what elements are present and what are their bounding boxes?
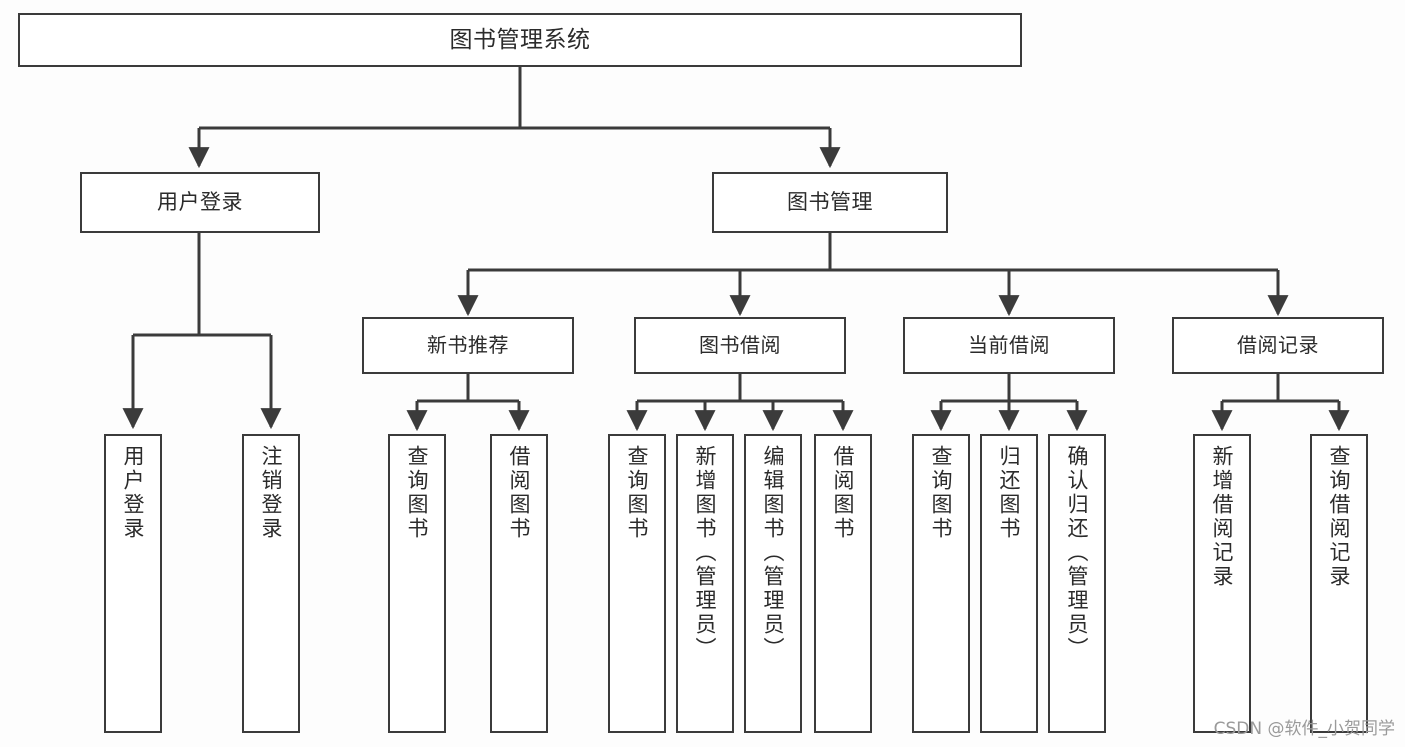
- node-current-borrow[interactable]: 当前借阅: [903, 317, 1115, 374]
- node-label: 新书推荐: [427, 333, 509, 358]
- node-label: 当前借阅: [968, 333, 1050, 358]
- node-label: 借阅图书: [831, 445, 856, 541]
- leaf-confirm-return-admin[interactable]: 确认归还（管理员）: [1048, 434, 1106, 733]
- leaf-query-borrow-record[interactable]: 查询借阅记录: [1310, 434, 1368, 733]
- node-label: 借阅图书: [507, 445, 532, 541]
- node-root-book-management-system[interactable]: 图书管理系统: [18, 13, 1022, 67]
- leaf-query-book-borrow[interactable]: 查询图书: [608, 434, 666, 733]
- node-label: 图书管理: [787, 189, 873, 214]
- node-label: 图书借阅: [699, 333, 781, 358]
- node-book-borrow[interactable]: 图书借阅: [634, 317, 846, 374]
- node-label: 归还图书: [997, 445, 1022, 541]
- node-label: 图书管理系统: [449, 26, 591, 53]
- node-label: 用户登录: [121, 445, 146, 541]
- leaf-borrow-book-recommend[interactable]: 借阅图书: [490, 434, 548, 733]
- node-label: 注销登录: [259, 445, 284, 541]
- node-user-login[interactable]: 用户登录: [80, 172, 320, 233]
- leaf-query-book-current[interactable]: 查询图书: [912, 434, 970, 733]
- node-label: 用户登录: [157, 189, 243, 214]
- leaf-logout-login[interactable]: 注销登录: [242, 434, 300, 733]
- node-label: 查询图书: [405, 445, 430, 541]
- leaf-add-book-admin[interactable]: 新增图书（管理员）: [676, 434, 734, 733]
- leaf-borrow-book[interactable]: 借阅图书: [814, 434, 872, 733]
- node-label: 查询图书: [929, 445, 954, 541]
- leaf-edit-book-admin[interactable]: 编辑图书（管理员）: [744, 434, 802, 733]
- node-label: 确认归还（管理员）: [1065, 445, 1090, 661]
- leaf-return-book[interactable]: 归还图书: [980, 434, 1038, 733]
- leaf-user-login[interactable]: 用户登录: [104, 434, 162, 733]
- leaf-query-book-recommend[interactable]: 查询图书: [388, 434, 446, 733]
- node-label: 查询图书: [625, 445, 650, 541]
- node-borrow-record[interactable]: 借阅记录: [1172, 317, 1384, 374]
- node-label: 编辑图书（管理员）: [761, 445, 786, 661]
- node-label: 查询借阅记录: [1327, 445, 1352, 589]
- node-new-book-recommend[interactable]: 新书推荐: [362, 317, 574, 374]
- node-book-management[interactable]: 图书管理: [712, 172, 948, 233]
- node-label: 新增图书（管理员）: [693, 445, 718, 661]
- node-label: 新增借阅记录: [1210, 445, 1235, 589]
- node-label: 借阅记录: [1237, 333, 1319, 358]
- leaf-add-borrow-record[interactable]: 新增借阅记录: [1193, 434, 1251, 733]
